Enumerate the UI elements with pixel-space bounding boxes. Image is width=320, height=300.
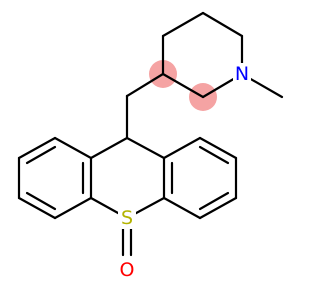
left-benzene-ring [17, 136, 93, 220]
sulfur-label: S [121, 207, 133, 229]
label-background [118, 207, 136, 229]
bond [162, 136, 202, 160]
label-background [117, 258, 137, 282]
double-bond-inner [25, 145, 57, 165]
bond [53, 136, 93, 160]
bond [198, 136, 238, 160]
structure-canvas: N S O [17, 11, 284, 282]
nitrogen-label: N [235, 63, 249, 85]
label-background [233, 63, 251, 85]
atom-nitrogen: N [233, 63, 251, 85]
double-bond-inner [198, 145, 230, 165]
right-benzene-ring [162, 136, 238, 220]
molecule-diagram: N S O [17, 11, 284, 282]
bond [89, 136, 129, 160]
bond [162, 196, 202, 220]
bond [161, 72, 205, 99]
bond [53, 196, 93, 220]
bond [201, 11, 244, 38]
oxygen-label: O [120, 259, 135, 281]
double-bond-inner [25, 191, 57, 211]
bond [198, 196, 238, 220]
bond [17, 196, 57, 220]
bond [125, 136, 166, 160]
bond [161, 11, 205, 38]
bond [17, 136, 57, 160]
atom-sulfur: S [118, 207, 136, 229]
atom-oxygen: O [117, 258, 137, 282]
piperidine-ring [161, 11, 244, 99]
double-bond-inner [198, 191, 230, 211]
methylene-bond [125, 72, 165, 98]
thioxanthene-central-ring [89, 136, 166, 220]
